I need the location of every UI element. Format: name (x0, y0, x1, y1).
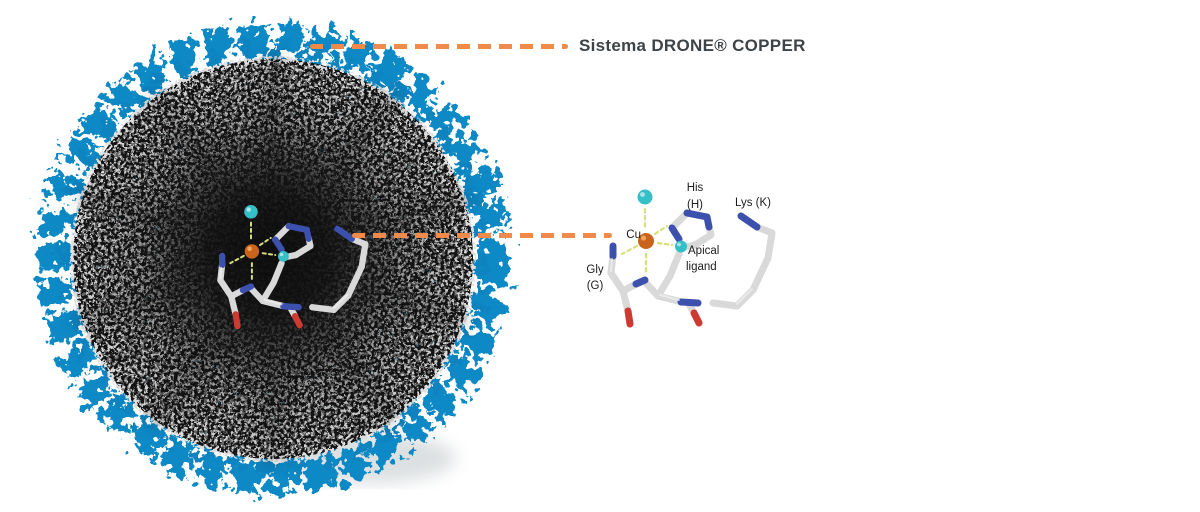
his-label-symbol: (H) (687, 199, 703, 211)
active-site-rendering: His (H) Lys (K) Cu Apical ligand Gly (G) (586, 182, 820, 370)
system-label: Sistema DRONE® COPPER (579, 36, 806, 55)
apical-ligand-label-line2: ligand (686, 261, 717, 273)
his-label: His (687, 182, 704, 194)
nanoparticle-blue-shell (37, 23, 509, 495)
interior-blue-flecks (70, 56, 476, 462)
cu-label: Cu (626, 229, 641, 241)
gly-label-symbol: (G) (587, 280, 604, 292)
nanoparticle-rendering (37, 23, 509, 495)
callout-line-active-site (352, 233, 612, 238)
gly-label: Gly (586, 264, 604, 276)
apical-ligand-label: Apical (688, 245, 719, 257)
callout-line-system (310, 44, 568, 49)
nanoparticle-gray-body (70, 54, 476, 464)
lys-label: Lys (K) (735, 197, 771, 209)
